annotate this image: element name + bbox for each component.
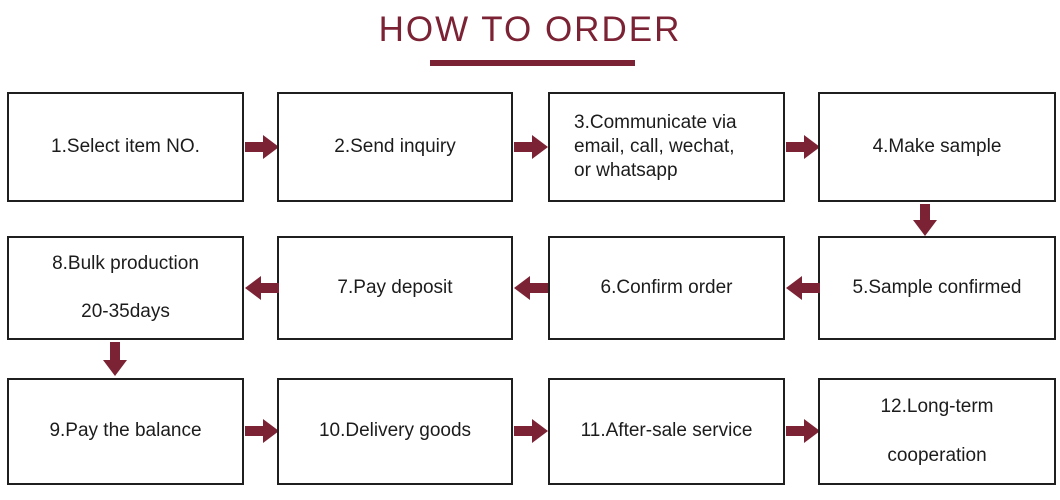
arrow-down-icon — [103, 342, 127, 376]
step-box-2: 2.Send inquiry — [277, 92, 513, 202]
step-label-8: 8.Bulk production 20-35days — [52, 252, 199, 323]
step-label-7: 7.Pay deposit — [337, 276, 453, 298]
step-label-11: 11.After-sale service — [580, 420, 753, 442]
arrow-right-icon — [786, 135, 820, 159]
step-box-8: 8.Bulk production 20-35days — [7, 236, 244, 340]
step-label-1: 1.Select item NO. — [51, 135, 200, 157]
step-box-9: 9.Pay the balance — [7, 378, 244, 485]
step-box-5: 5.Sample confirmed — [818, 236, 1056, 340]
step-box-7: 7.Pay deposit — [277, 236, 513, 340]
arrow-right-icon — [245, 419, 279, 443]
arrow-right-icon — [514, 419, 548, 443]
title-underline — [430, 60, 635, 66]
step-box-4: 4.Make sample — [818, 92, 1056, 202]
step-box-3: 3.Communicate via email, call, wechat, o… — [548, 92, 785, 202]
step-label-12: 12.Long-term cooperation — [880, 396, 994, 466]
arrow-left-icon — [245, 276, 279, 300]
step-box-6: 6.Confirm order — [548, 236, 785, 340]
arrow-right-icon — [514, 135, 548, 159]
step-label-9: 9.Pay the balance — [49, 420, 202, 442]
step-box-11: 11.After-sale service — [548, 378, 785, 485]
arrow-right-icon — [786, 419, 820, 443]
step-label-6: 6.Confirm order — [600, 276, 733, 298]
step-label-5: 5.Sample confirmed — [852, 276, 1022, 298]
arrow-down-icon — [913, 204, 937, 236]
step-label-10: 10.Delivery goods — [318, 420, 472, 442]
step-box-12: 12.Long-term cooperation — [818, 378, 1056, 485]
step-label-2: 2.Send inquiry — [334, 135, 456, 157]
step-label-4: 4.Make sample — [872, 135, 1002, 157]
arrow-left-icon — [514, 276, 548, 300]
arrow-right-icon — [245, 135, 279, 159]
step-label-3: 3.Communicate via email, call, wechat, o… — [574, 111, 737, 182]
page-title: HOW TO ORDER — [378, 10, 682, 49]
step-box-10: 10.Delivery goods — [277, 378, 513, 485]
step-box-1: 1.Select item NO. — [7, 92, 244, 202]
arrow-left-icon — [786, 276, 820, 300]
